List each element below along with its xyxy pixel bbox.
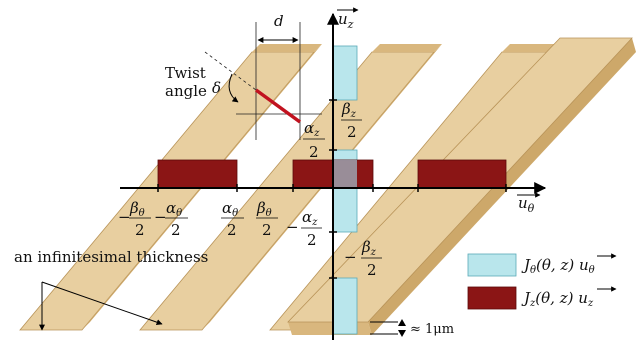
axes	[120, 12, 547, 340]
svg-text:−: −	[344, 248, 357, 266]
dashed-guide	[204, 51, 257, 91]
neg-beta-z-over-2: − βz 2	[344, 238, 382, 279]
delta-label: δ	[212, 79, 221, 97]
j-z-block-left	[157, 159, 238, 189]
neg-alpha-z-over-2: − αz 2	[286, 208, 322, 249]
uz-axis-label: uz	[338, 10, 354, 31]
twist-angle-construction	[204, 22, 322, 140]
svg-text:2: 2	[262, 221, 272, 239]
z-ticks	[329, 99, 337, 279]
svg-text:−: −	[118, 208, 131, 226]
twist-label-line1: Twist	[165, 64, 206, 82]
neg-alpha-theta-over-2: − αθ 2	[154, 199, 188, 239]
j-theta-block-top	[332, 45, 358, 101]
svg-text:αz: αz	[302, 208, 318, 228]
j-z-block-right	[417, 159, 507, 189]
legend-swatch-j-theta	[467, 253, 517, 277]
thickness-arrows	[39, 281, 163, 331]
legend-label-j-theta: Jθ(θ, z) uθ	[521, 256, 595, 276]
svg-text:−: −	[154, 208, 167, 226]
svg-text:−: −	[286, 218, 299, 236]
svg-text:2: 2	[135, 221, 145, 239]
x-ticks	[157, 184, 507, 192]
utheta-axis-label: uθ	[518, 194, 535, 215]
legend: Jθ(θ, z) uθ Jz(θ, z) uz	[467, 253, 617, 310]
legend-label-j-z: Jz(θ, z) uz	[521, 289, 594, 309]
svg-text:αz: αz	[304, 119, 320, 139]
svg-text:αθ: αθ	[222, 199, 238, 219]
beta-z-over-2: βz 2	[341, 100, 362, 141]
twist-line	[254, 88, 302, 124]
delta-arc	[228, 73, 239, 103]
j-z-block-overlap	[333, 160, 357, 188]
labels: d uz uθ Twist angle δ − βθ 2 − αθ 2 αθ 2	[14, 7, 541, 337]
strip-2-top	[372, 44, 442, 52]
svg-text:αθ: αθ	[166, 199, 182, 219]
beta-theta-over-2: βθ 2	[256, 199, 278, 239]
svg-text:βθ: βθ	[129, 199, 145, 219]
neg-beta-theta-over-2: − βθ 2	[118, 199, 151, 239]
svg-text:2: 2	[347, 123, 357, 141]
svg-text:βz: βz	[341, 100, 357, 120]
twist-label-line2: angle	[165, 82, 207, 100]
thickness-note: an infinitesimal thickness	[14, 248, 208, 266]
thickness-indicator	[370, 319, 406, 337]
approx-thickness-label: ≈ 1μm	[410, 322, 454, 337]
svg-text:2: 2	[307, 231, 317, 249]
j-theta-block-bottom	[332, 277, 358, 335]
svg-text:βz: βz	[361, 238, 377, 258]
strip-right	[288, 322, 372, 335]
alpha-z-over-2: αz 2	[303, 119, 325, 161]
svg-text:2: 2	[309, 143, 319, 161]
strip-1-top	[252, 44, 322, 52]
d-label: d	[274, 12, 284, 30]
svg-text:2: 2	[227, 221, 237, 239]
svg-text:2: 2	[171, 221, 181, 239]
svg-text:βθ: βθ	[256, 199, 272, 219]
svg-text:2: 2	[367, 261, 377, 279]
legend-swatch-j-z	[467, 286, 517, 310]
alpha-theta-over-2: αθ 2	[221, 199, 244, 239]
